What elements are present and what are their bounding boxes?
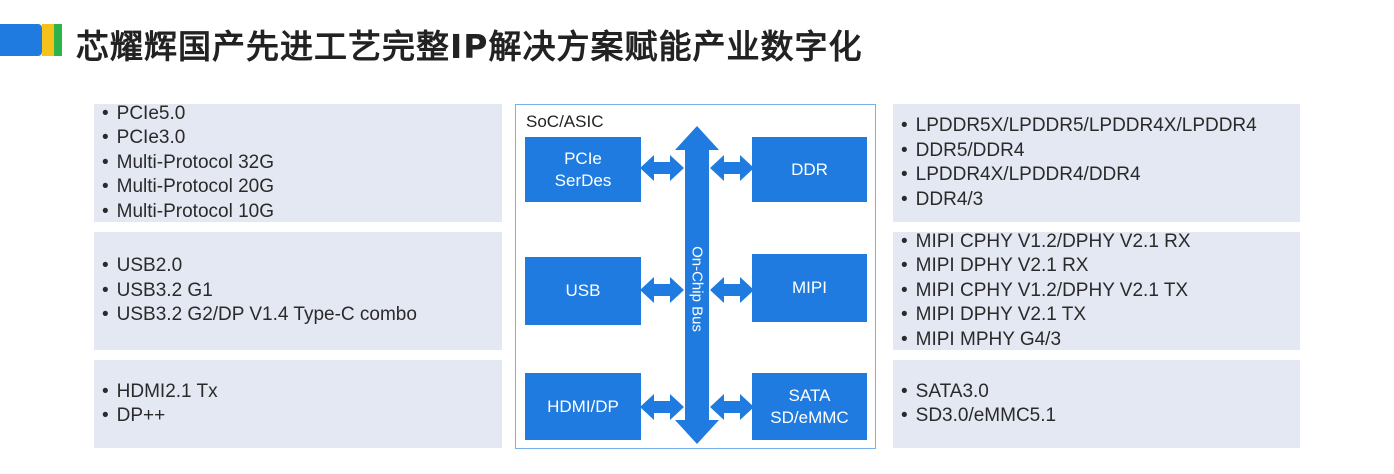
panel-hdmi-protocols: HDMI2.1 Tx DP++ bbox=[94, 360, 502, 448]
list-item: USB3.2 G2/DP V1.4 Type-C combo bbox=[102, 303, 502, 328]
list-item: MIPI DPHY V2.1 RX bbox=[901, 254, 1300, 279]
list-item: HDMI2.1 Tx bbox=[102, 380, 502, 405]
list-item: USB2.0 bbox=[102, 254, 502, 279]
on-chip-bus-arrow bbox=[675, 126, 719, 444]
block-hdmi-label: HDMI/DP bbox=[547, 396, 619, 416]
block-sata-sd-emmc: SATA SD/eMMC bbox=[752, 373, 867, 440]
list-item: USB3.2 G1 bbox=[102, 279, 502, 304]
arrow-bus-sata bbox=[710, 394, 754, 420]
block-hdmi-dp: HDMI/DP bbox=[525, 373, 641, 440]
block-ddr-label: DDR bbox=[791, 159, 828, 179]
list-item: DDR4/3 bbox=[901, 188, 1300, 213]
list-mipi-protocols: MIPI CPHY V1.2/DPHY V2.1 RX MIPI DPHY V2… bbox=[901, 230, 1300, 353]
block-usb-label: USB bbox=[565, 281, 601, 300]
block-pcie-line1: PCIe bbox=[564, 148, 602, 168]
block-sata-line2: SD/eMMC bbox=[770, 407, 849, 427]
list-ddr-protocols: LPDDR5X/LPDDR5/LPDDR4X/LPDDR4 DDR5/DDR4 … bbox=[901, 114, 1300, 212]
arrow-pcie-bus bbox=[640, 155, 684, 181]
title-mark-green bbox=[54, 24, 62, 56]
list-item: DDR5/DDR4 bbox=[901, 139, 1300, 164]
list-item: PCIe3.0 bbox=[102, 126, 502, 151]
arrow-bus-mipi bbox=[710, 277, 754, 303]
block-pcie-line2: SerDes bbox=[554, 170, 612, 190]
arrow-usb-bus bbox=[640, 277, 684, 303]
soc-label: SoC/ASIC bbox=[526, 112, 604, 131]
list-item: MIPI CPHY V1.2/DPHY V2.1 RX bbox=[901, 230, 1300, 255]
list-item: Multi-Protocol 20G bbox=[102, 175, 502, 200]
list-item: Multi-Protocol 32G bbox=[102, 151, 502, 176]
title-mark-blue bbox=[0, 24, 42, 56]
panel-mipi-protocols: MIPI CPHY V1.2/DPHY V2.1 RX MIPI DPHY V2… bbox=[893, 230, 1300, 353]
on-chip-bus-label: On-Chip Bus bbox=[688, 246, 706, 332]
list-item: DP++ bbox=[102, 404, 502, 429]
arrow-bus-ddr bbox=[710, 155, 754, 181]
block-mipi-label: MIPI bbox=[792, 278, 827, 297]
list-item: MIPI DPHY V2.1 TX bbox=[901, 303, 1300, 328]
list-item: SATA3.0 bbox=[901, 380, 1300, 405]
block-pcie-serdes: PCIe SerDes bbox=[525, 137, 641, 202]
block-ddr: DDR bbox=[752, 137, 867, 202]
panel-ddr-protocols: LPDDR5X/LPDDR5/LPDDR4X/LPDDR4 DDR5/DDR4 … bbox=[893, 104, 1300, 222]
panel-storage-protocols: SATA3.0 SD3.0/eMMC5.1 bbox=[893, 360, 1300, 448]
list-pcie-protocols: PCIe5.0 PCIe3.0 Multi-Protocol 32G Multi… bbox=[102, 102, 502, 225]
page-title: 芯耀辉国产先进工艺完整IP解决方案赋能产业数字化 bbox=[76, 27, 863, 66]
list-hdmi-protocols: HDMI2.1 Tx DP++ bbox=[102, 380, 502, 429]
panel-usb-protocols: USB2.0 USB3.2 G1 USB3.2 G2/DP V1.4 Type-… bbox=[94, 232, 502, 350]
title-mark-yellow bbox=[42, 24, 54, 56]
arrow-hdmi-bus bbox=[640, 394, 684, 420]
list-item: SD3.0/eMMC5.1 bbox=[901, 404, 1300, 429]
list-usb-protocols: USB2.0 USB3.2 G1 USB3.2 G2/DP V1.4 Type-… bbox=[102, 254, 502, 328]
list-storage-protocols: SATA3.0 SD3.0/eMMC5.1 bbox=[901, 380, 1300, 429]
list-item: MIPI CPHY V1.2/DPHY V2.1 TX bbox=[901, 279, 1300, 304]
list-item: LPDDR4X/LPDDR4/DDR4 bbox=[901, 163, 1300, 188]
list-item: Multi-Protocol 10G bbox=[102, 200, 502, 225]
list-item: MIPI MPHY G4/3 bbox=[901, 328, 1300, 353]
list-item: LPDDR5X/LPDDR5/LPDDR4X/LPDDR4 bbox=[901, 114, 1300, 139]
panel-pcie-protocols: PCIe5.0 PCIe3.0 Multi-Protocol 32G Multi… bbox=[94, 102, 502, 225]
block-sata-line1: SATA bbox=[788, 385, 831, 405]
list-item: PCIe5.0 bbox=[102, 102, 502, 127]
block-mipi: MIPI bbox=[752, 254, 867, 322]
block-usb: USB bbox=[525, 257, 641, 325]
